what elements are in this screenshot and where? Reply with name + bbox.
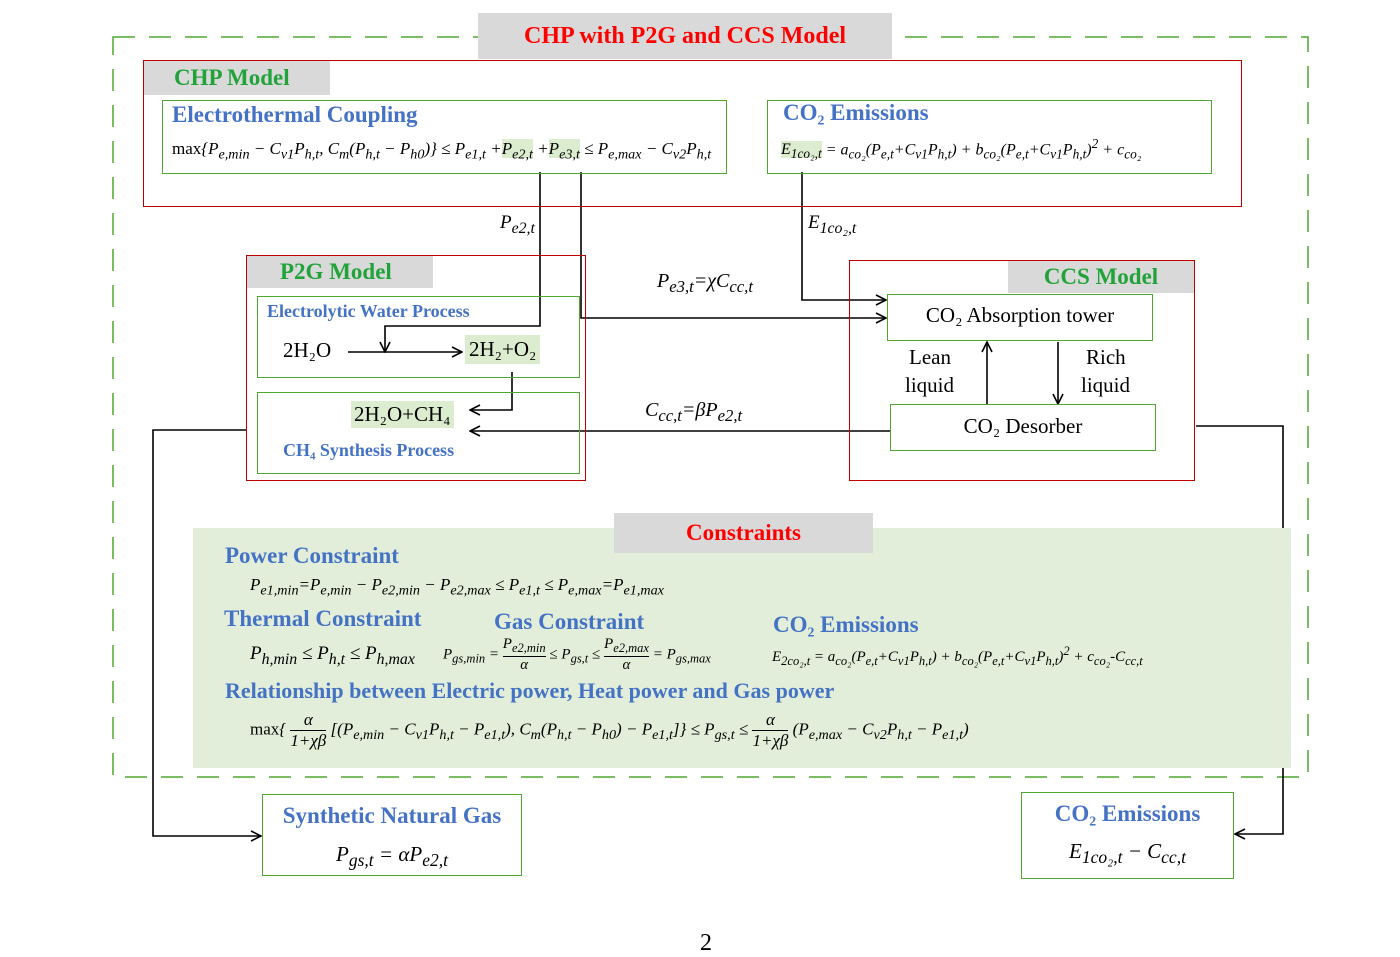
co2-output-title: CO₂ Emissions (1054, 801, 1201, 826)
chp-model-box (143, 60, 1242, 207)
co2-output-formula: E1co₂,t − Ccc,t (1069, 839, 1186, 868)
p2g-model-box (246, 255, 586, 481)
electrolytic-process-box (257, 296, 580, 378)
sng-output-box (262, 794, 522, 876)
constraints-panel (193, 528, 1291, 768)
main-title: CHP with P2G and CCS Model (523, 23, 847, 49)
desorber-label: CO₂ Desorber (963, 414, 1083, 438)
electrothermal-coupling-box (162, 100, 727, 174)
thermal-constraint-formula: Ph,min ≤ Ph,t ≤ Ph,max (250, 643, 415, 668)
constraints-title-tab: Constraints (614, 513, 873, 553)
co2-output-box (1021, 792, 1234, 879)
desorber-box (890, 404, 1156, 451)
rich-liquid-label-2: liquid (1081, 373, 1131, 397)
ch4-synthesis-box (257, 392, 580, 474)
p2g-title-tab: P2G Model (247, 256, 433, 288)
sng-output-line (152, 429, 261, 836)
ccc-flow-label: Ccc,t=βPe2,t (645, 399, 743, 425)
chp-emissions-formula: E1co₂,t = aco₂(Pe,t+Cv1Ph,t) + bco₂(Pe,t… (781, 136, 1142, 162)
absorption-tower-label: CO₂ Absorption tower (925, 303, 1115, 327)
e1co2-flow-label: E1co₂,t (808, 212, 857, 237)
pe2-flow-label: Pe2,t (500, 212, 535, 237)
electrothermal-coupling-formula: max{Pe,min − Cv1Ph,t, Cm(Ph,t − Ph0)} ≤ … (172, 139, 712, 163)
rich-liquid-label-1: Rich (1086, 345, 1126, 369)
pe3-flow-label: Pe3,t=χCcc,t (657, 270, 753, 296)
electrolysis-product: 2H₂+O₂ (465, 335, 541, 364)
absorption-tower-box (887, 294, 1153, 341)
electrolytic-process-title: Electrolytic Water Process (267, 301, 470, 321)
thermal-constraint-title: Thermal Constraint (224, 606, 422, 631)
ch4-synthesis-title: CH₄ Synthesis Process (283, 440, 455, 460)
sng-output-title: Synthetic Natural Gas (282, 803, 502, 828)
electrothermal-coupling-title: Electrothermal Coupling (172, 102, 418, 127)
constraints-co2-formula: E2co₂,t = aco₂(Pe,t+Cv1Ph,t) + bco₂(Pe,t… (772, 644, 1143, 668)
main-title-tab: CHP with P2G and CCS Model (478, 13, 892, 59)
pe3-flow-line (580, 172, 886, 318)
chp-emissions-title: CO₂ Emissions (783, 100, 929, 125)
electrolysis-reactant: 2H₂O (283, 338, 332, 362)
pe2-flow-line (385, 172, 541, 352)
lean-liquid-label-2: liquid (905, 373, 955, 397)
page-number: 2 (700, 930, 712, 956)
ch4-synthesis-product: 2H₂O+CH₄ (351, 401, 454, 428)
ccs-title-tab: CCS Model (1008, 261, 1194, 293)
power-constraint-title: Power Constraint (225, 543, 399, 568)
power-constraint-formula: Pe1,min=Pe,min − Pe2,min − Pe2,max ≤ Pe1… (250, 575, 664, 599)
chp-title: CHP Model (174, 65, 290, 90)
ccs-model-box (849, 260, 1195, 481)
constraints-title: Constraints (685, 520, 801, 545)
gas-constraint-title: Gas Constraint (494, 609, 645, 634)
p2g-title: P2G Model (280, 259, 392, 284)
lean-liquid-label-1: Lean (909, 345, 951, 369)
sng-output-formula: Pgs,t = αPe2,t (336, 842, 448, 871)
chp-emissions-box (767, 100, 1212, 174)
ccs-title: CCS Model (1043, 264, 1159, 289)
chp-title-tab: CHP Model (144, 61, 330, 95)
relationship-title: Relationship between Electric power, Hea… (225, 678, 835, 703)
e1co2-flow-line (801, 172, 886, 300)
constraints-co2-title: CO₂ Emissions (773, 612, 919, 637)
h2-to-synthesis-line (470, 372, 513, 410)
